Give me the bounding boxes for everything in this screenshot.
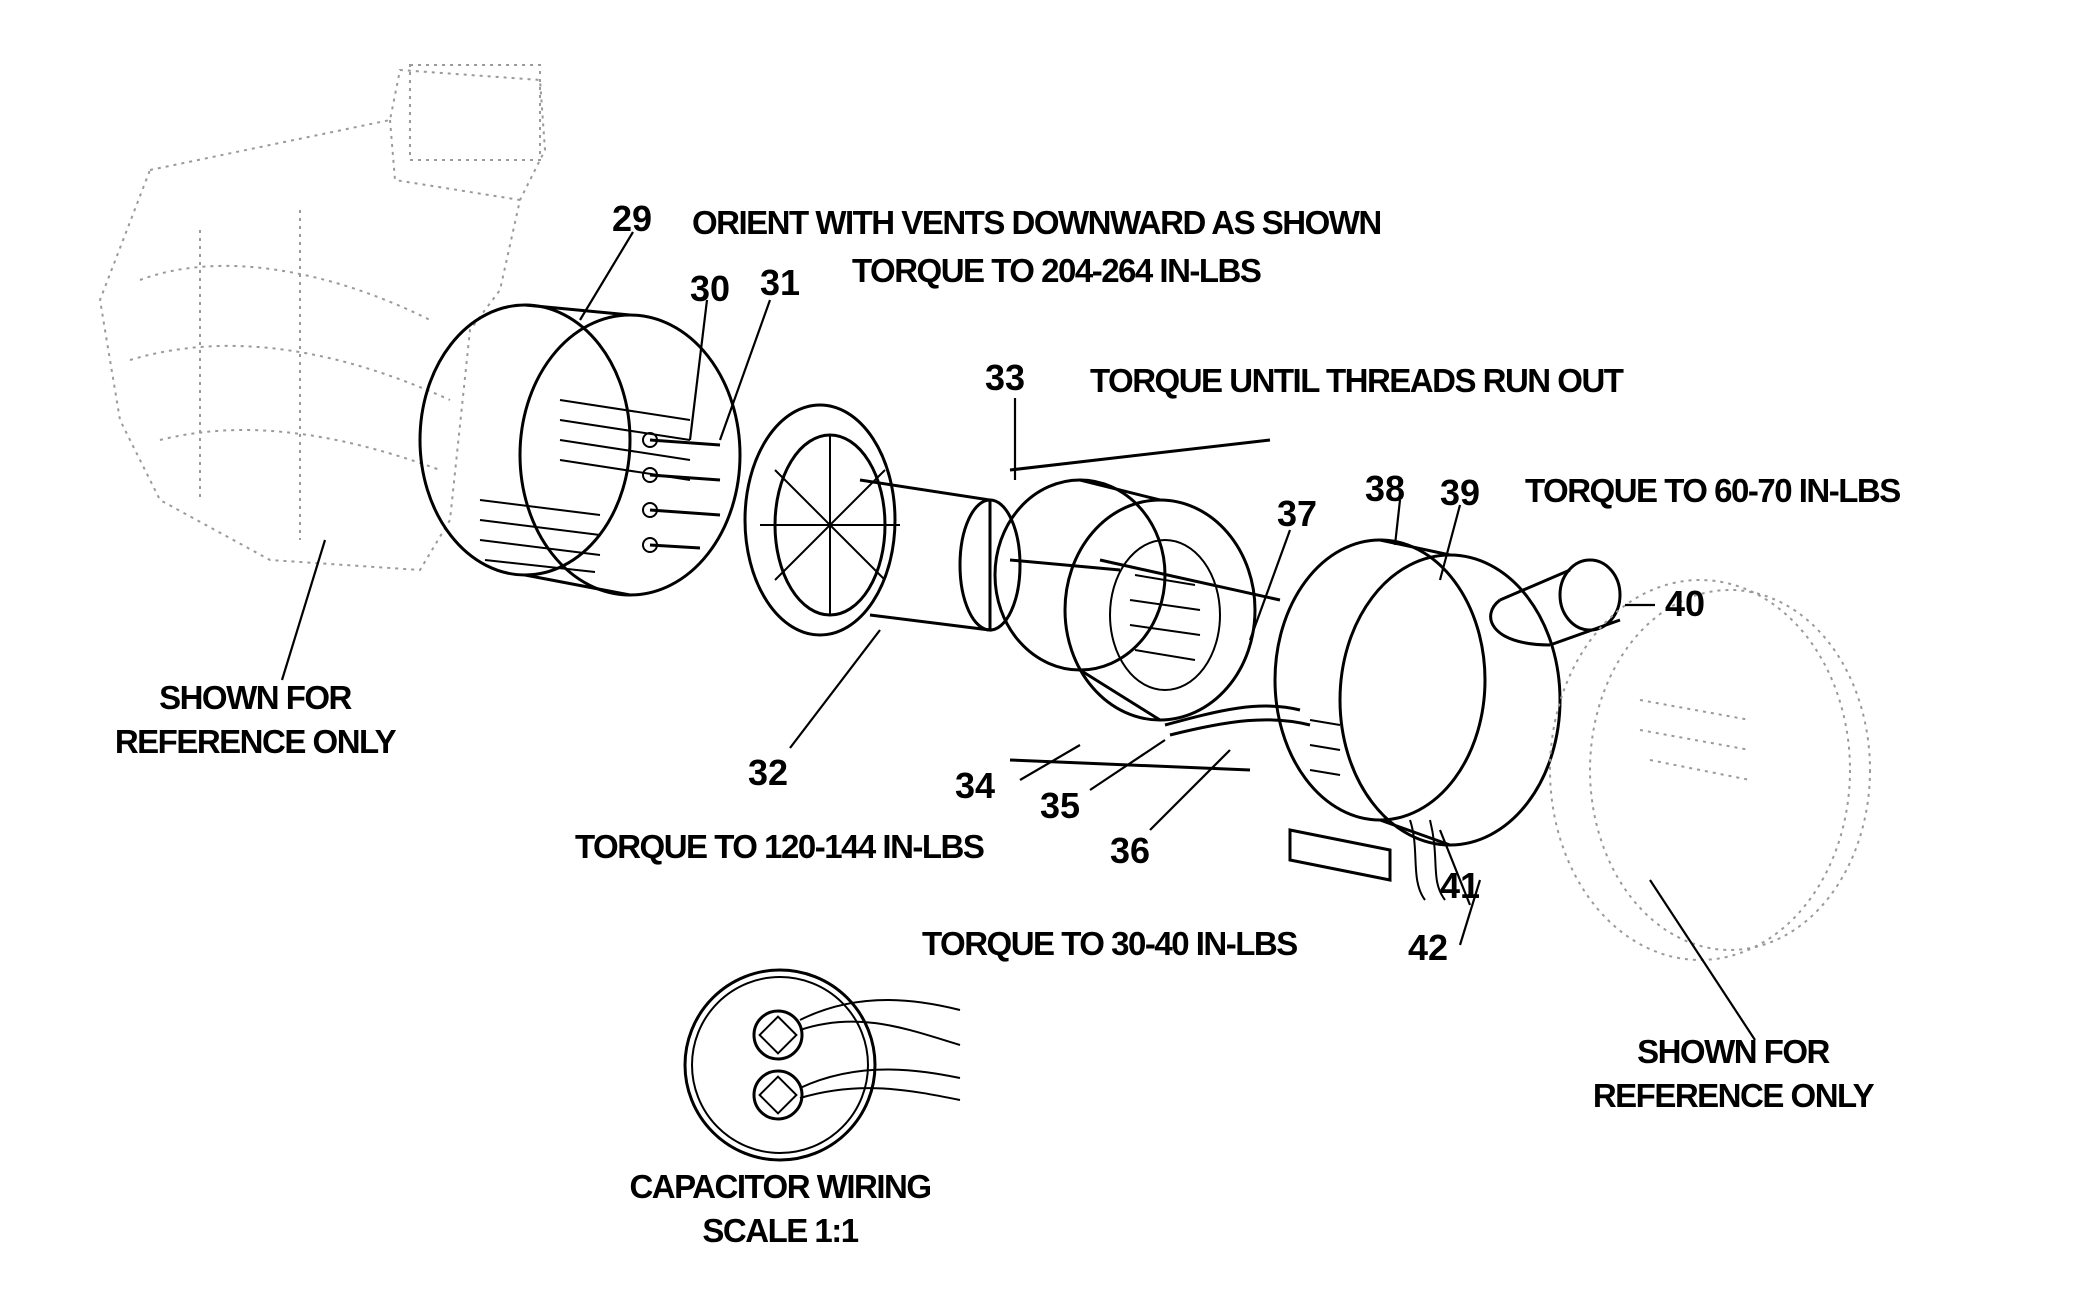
callout-42: 42 xyxy=(1408,927,1449,968)
part-31-bolts xyxy=(642,432,721,553)
callout-29: 29 xyxy=(612,198,653,239)
capacitor-wiring-caption: CAPACITOR WIRING SCALE 1:1 xyxy=(600,1165,960,1253)
callout-32: 32 xyxy=(748,752,789,793)
reference-note-right: SHOWN FOR REFERENCE ONLY xyxy=(1568,1030,1898,1118)
callout-33: 33 xyxy=(985,357,1026,398)
note-torque-30-40: TORQUE TO 30-40 IN-LBS xyxy=(922,925,1298,962)
callout-38: 38 xyxy=(1365,468,1406,509)
callout-30: 30 xyxy=(690,268,731,309)
engine-reference-drawing xyxy=(98,64,547,572)
part-38-end-bell xyxy=(1273,538,1562,901)
reference-note-left: SHOWN FOR REFERENCE ONLY xyxy=(90,676,420,764)
part-29-housing xyxy=(418,303,742,597)
part-40-capacitor xyxy=(1489,558,1622,647)
note-torque-204-264: TORQUE TO 204-264 IN-LBS xyxy=(852,252,1262,289)
part-32-rotor xyxy=(743,403,1121,637)
callout-41: 41 xyxy=(1440,865,1481,906)
callout-36: 36 xyxy=(1110,830,1151,871)
note-torque-120-144: TORQUE TO 120-144 IN-LBS xyxy=(575,828,985,865)
callout-34: 34 xyxy=(955,765,996,806)
callout-37: 37 xyxy=(1277,493,1318,534)
note-torque-threads: TORQUE UNTIL THREADS RUN OUT xyxy=(1090,362,1624,399)
reference-left-line1: SHOWN FOR xyxy=(159,679,352,716)
callout-40: 40 xyxy=(1665,583,1706,624)
capacitor-wiring-detail xyxy=(683,968,961,1162)
part-34-stator xyxy=(993,478,1311,737)
leader-lines xyxy=(280,231,1756,1041)
reference-right-line2: REFERENCE ONLY xyxy=(1592,1077,1875,1114)
callout-35: 35 xyxy=(1040,785,1081,826)
reference-left-line2: REFERENCE ONLY xyxy=(114,723,397,760)
callout-39: 39 xyxy=(1440,472,1481,513)
capacitor-title-line1: CAPACITOR WIRING xyxy=(629,1168,932,1205)
end-cover-reference-drawing xyxy=(1549,579,1871,961)
note-torque-60-70: TORQUE TO 60-70 IN-LBS xyxy=(1525,472,1901,509)
reference-right-line1: SHOWN FOR xyxy=(1637,1033,1830,1070)
callout-31: 31 xyxy=(760,262,801,303)
note-orient-vents: ORIENT WITH VENTS DOWNWARD AS SHOWN xyxy=(692,204,1382,241)
capacitor-title-line2: SCALE 1:1 xyxy=(702,1212,859,1249)
